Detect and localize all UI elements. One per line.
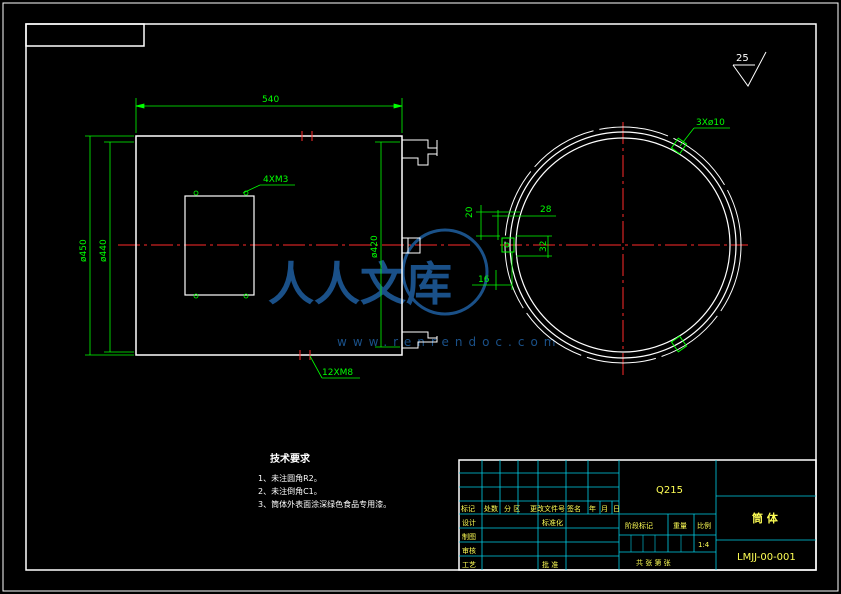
cylinder-body xyxy=(135,135,403,356)
tb-scale-label: 比例 xyxy=(697,521,711,530)
lug-dimensions xyxy=(472,205,556,290)
technical-requirements: 技术要求 1、未注圆角R2。 2、未注倒角C1。 3、筒体外表面涂深绿色食品专用… xyxy=(258,452,391,509)
roughness-value: 25 xyxy=(736,53,749,64)
requirement-3: 3、筒体外表面涂深绿色食品专用漆。 xyxy=(258,499,391,509)
dim-16: 16 xyxy=(478,275,490,285)
tb-stage-mark: 阶段标记 xyxy=(625,521,653,530)
requirement-2: 2、未注倒角C1。 xyxy=(258,486,322,496)
tb-process: 工艺 xyxy=(462,561,476,569)
tb-col-doc: 更改文件号 xyxy=(530,504,565,513)
title-block: 标记 处数 分 区 更改文件号 签名 年 月 日 设计 标准化 制图 审核 工艺… xyxy=(458,459,817,571)
tb-design: 设计 xyxy=(462,518,476,527)
tb-col-month: 月 xyxy=(601,505,608,513)
tb-standardize: 标准化 xyxy=(542,518,563,527)
lug-middle xyxy=(402,237,421,254)
dim-20: 20 xyxy=(465,206,475,218)
tb-drawing-no: LMJJ-00-001 xyxy=(737,552,796,563)
label-ring-holes: 3Xø10 xyxy=(696,118,725,128)
dim-28: 28 xyxy=(540,205,552,215)
tb-approve: 批 准 xyxy=(542,560,558,569)
tb-col-zone: 分 区 xyxy=(504,504,520,513)
dimension-diameters xyxy=(85,135,400,356)
tb-sheets: 共 张 第 张 xyxy=(636,558,671,567)
lug-bottom xyxy=(402,331,438,349)
dim-32: 32 xyxy=(539,241,549,252)
dimension-540 xyxy=(135,98,403,133)
dim-dia-440: ø440 xyxy=(99,239,109,262)
tb-material: Q215 xyxy=(656,485,683,496)
requirement-1: 1、未注圆角R2。 xyxy=(258,473,322,483)
ring-inner xyxy=(515,137,731,353)
tb-scale: 1:4 xyxy=(698,541,710,549)
tb-col-sign: 签名 xyxy=(567,504,581,513)
tb-col-day: 日 xyxy=(613,505,620,513)
leader-12xm8 xyxy=(309,355,360,379)
tb-col-mark: 标记 xyxy=(461,504,475,513)
top-left-label-box xyxy=(25,23,145,47)
requirements-title: 技术要求 xyxy=(270,452,311,465)
dim-length: 540 xyxy=(262,95,279,105)
label-holes-bottom: 12XM8 xyxy=(322,368,353,378)
label-holes-top: 4XM3 xyxy=(263,175,288,185)
front-view: 540 ø450 ø440 ø420 4XM3 12XM8 xyxy=(79,95,470,379)
window-opening xyxy=(184,195,255,296)
leader-4xm3 xyxy=(193,184,295,299)
hole-marks xyxy=(299,131,313,360)
tb-col-count: 处数 xyxy=(484,504,498,513)
surface-roughness-symbol: 25 xyxy=(732,51,767,87)
tb-col-year: 年 xyxy=(589,504,596,513)
dim-dia-420: ø420 xyxy=(370,235,380,258)
dim-dia-450: ø450 xyxy=(79,239,89,262)
lug-top xyxy=(402,139,438,166)
leader-3x10 xyxy=(679,127,730,147)
tb-part-name: 筒 体 xyxy=(752,511,779,525)
ring-outer xyxy=(509,131,737,359)
inner-border xyxy=(25,23,817,571)
tb-review: 审核 xyxy=(462,546,476,555)
watermark: 人人文库 www.renrendoc.com xyxy=(268,228,561,349)
side-view: 3Xø10 20 28 32 16 xyxy=(465,118,748,375)
tb-draw: 制图 xyxy=(462,532,476,541)
tb-weight: 重量 xyxy=(673,522,687,530)
watermark-logo: 人人文库 xyxy=(268,257,452,311)
watermark-url: www.renrendoc.com xyxy=(337,335,561,349)
ring-lugs xyxy=(501,137,688,353)
